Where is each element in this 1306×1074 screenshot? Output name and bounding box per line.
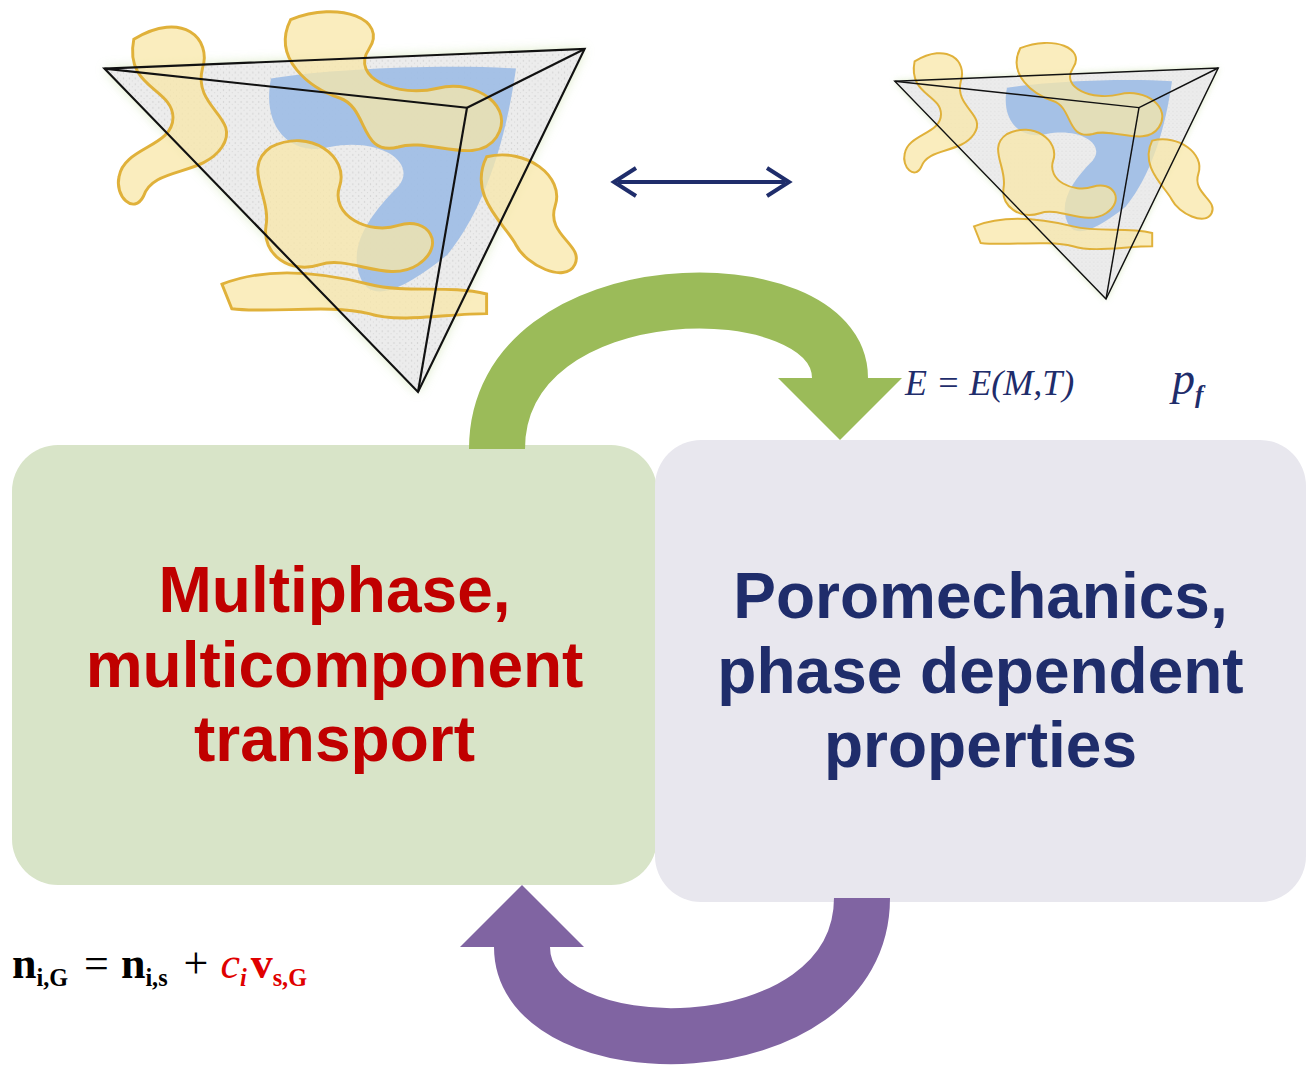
formula-symbol: E = E(M,T) xyxy=(905,363,1074,403)
formula-symbol: n xyxy=(121,939,145,988)
subscript: f xyxy=(1195,380,1203,408)
curved-arrow xyxy=(460,885,862,1036)
subscript: s,G xyxy=(273,964,307,991)
box-label: Multiphase, multicomponent transport xyxy=(42,553,627,778)
subscript: i xyxy=(240,964,247,991)
double-arrow xyxy=(614,168,789,196)
box-label: Poromechanics, phase dependent propertie… xyxy=(685,559,1276,784)
formula-symbol: + xyxy=(184,939,209,988)
process-box: Multiphase, multicomponent transport xyxy=(12,445,657,885)
formula: ni,G=ni,s+civs,G xyxy=(12,938,311,992)
formula: pf xyxy=(1172,352,1207,409)
formula-symbol: n xyxy=(12,939,36,988)
subscript: i,s xyxy=(145,964,167,991)
subscript: i,G xyxy=(36,964,68,991)
formula-symbol: c xyxy=(220,939,240,988)
process-box: Poromechanics, phase dependent propertie… xyxy=(655,440,1306,902)
formula-symbol: = xyxy=(84,939,109,988)
curved-arrow xyxy=(497,301,902,449)
formula: E = E(M,T) xyxy=(905,362,1074,404)
formula-symbol: p xyxy=(1172,353,1195,404)
formula-symbol: v xyxy=(251,939,273,988)
